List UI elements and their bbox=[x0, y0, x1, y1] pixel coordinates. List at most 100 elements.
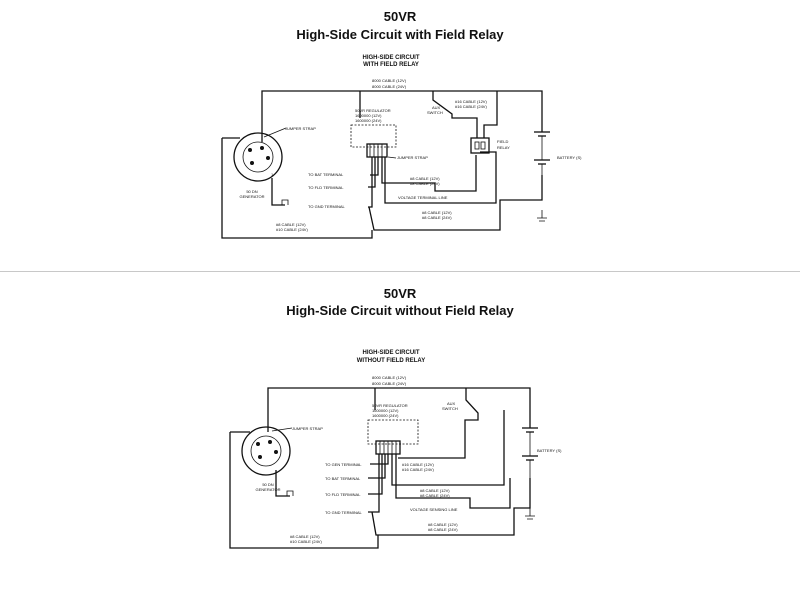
d1-wire-gnd bbox=[368, 157, 373, 208]
d2-regulator-label1: 50VR REGULATOR bbox=[372, 403, 408, 408]
d2-generator-inner bbox=[250, 435, 282, 467]
d1-to-gnd-label: TO GND TERMINAL bbox=[308, 204, 346, 209]
d1-cable-top1: 8000 CABLE (12V) bbox=[372, 78, 407, 83]
d2-wire-ground-return bbox=[371, 478, 531, 536]
d2-regulator: 50VR REGULATOR 1600000 (12V) 1600000 (24… bbox=[367, 403, 419, 455]
d1-wire-fld bbox=[368, 157, 376, 188]
svg-text:1: 1 bbox=[271, 172, 274, 177]
d1-wires bbox=[221, 90, 547, 239]
d1-regulator-label3: 1600000 (24V) bbox=[355, 118, 382, 123]
d2-cable-gen1: #8 CABLE (12V) bbox=[290, 534, 320, 539]
d2-jumper-strap-label: JUMPER STRAP bbox=[292, 426, 323, 431]
d2-wire-gnd bbox=[368, 454, 380, 513]
d2-generator-label1: 50 DN bbox=[262, 482, 273, 487]
d2-regulator-label2: 1600000 (12V) bbox=[372, 408, 399, 413]
d2-to-fld-label: TO FLD TERMINAL bbox=[325, 492, 361, 497]
d2-wire-bat bbox=[368, 454, 386, 479]
d1-regulator-label1: 50VR REGULATOR bbox=[355, 108, 391, 113]
d1-generator-label1: 50 DN bbox=[246, 189, 257, 194]
d2-gen-ground-tab bbox=[286, 490, 294, 496]
diagram2-title: 50VR bbox=[383, 286, 417, 301]
d1-wire-relay-field bbox=[381, 155, 477, 192]
d1-wire-relay-top bbox=[483, 91, 498, 138]
d2-ground-symbol bbox=[525, 508, 535, 520]
d1-field-relay-box bbox=[470, 137, 490, 154]
d1-wire-aux-switch bbox=[432, 91, 478, 138]
d1-generator: JUMPER STRAP 50 DN GENERATOR 1 bbox=[233, 126, 316, 199]
d2-cable-low2: #8 CABLE (24V) bbox=[428, 527, 458, 532]
d2-voltage-line-label: VOLTAGE SENSING LINE bbox=[410, 507, 458, 512]
d2-aux-switch-label1: AUX bbox=[447, 401, 456, 406]
d1-cable-low2: #8 CABLE (24V) bbox=[422, 215, 452, 220]
d2-wire-aux-switch bbox=[398, 388, 479, 459]
d2-wire-top bbox=[267, 387, 531, 432]
d1-aux-switch-label1: AUX bbox=[432, 105, 441, 110]
d2-aux-switch-label2: SWITCH bbox=[442, 406, 458, 411]
d2-cable-mid2: #8 CABLE (24V) bbox=[420, 493, 450, 498]
d1-field-relay-label2: RELAY bbox=[497, 145, 510, 150]
d2-generator: JUMPER STRAP 50 DN GENERATOR bbox=[241, 426, 323, 492]
d2-cable-top2: 8000 CABLE (24V) bbox=[372, 381, 407, 386]
d1-regulator-box bbox=[350, 124, 397, 148]
diagram1-subtitle: High-Side Circuit with Field Relay bbox=[296, 27, 504, 42]
d2-wire-generator-loop bbox=[229, 432, 379, 549]
d1-generator-body bbox=[233, 132, 283, 182]
d2-header-line1: HIGH-SIDE CIRCUIT bbox=[363, 350, 420, 356]
d2-to-gnd-label: TO GND TERMINAL bbox=[325, 510, 363, 515]
diagram1-title: 50VR bbox=[383, 9, 417, 24]
d2-battery-label: BATTERY (S) bbox=[537, 448, 562, 453]
d1-wire-top bbox=[261, 90, 543, 142]
d2-cable-low1: #8 CABLE (12V) bbox=[428, 522, 458, 527]
d1-wire-generator-loop bbox=[221, 138, 373, 239]
d1-aux-switch-label2: SWITCH bbox=[427, 110, 443, 115]
d2-to-bat-label: TO BAT TERMINAL bbox=[325, 476, 361, 481]
diagram1: HIGH-SIDE CIRCUIT WITH FIELD RELAY 8000 … bbox=[221, 55, 582, 239]
d2-cable-16b: #16 CABLE (24V) bbox=[402, 467, 434, 472]
d1-wire-gen-ground bbox=[271, 178, 285, 206]
d1-cable-gen2: #10 CABLE (24V) bbox=[276, 227, 308, 232]
d1-cable-mid2: #8 CABLE (24V) bbox=[410, 181, 440, 186]
d1-generator-label2: GENERATOR bbox=[240, 194, 265, 199]
d1-cable-relay2: #16 CABLE (24V) bbox=[455, 104, 487, 109]
d2-wire-fld bbox=[368, 454, 383, 495]
section-divider bbox=[0, 271, 800, 272]
diagram2: HIGH-SIDE CIRCUIT WITHOUT FIELD RELAY 80… bbox=[229, 350, 562, 549]
d2-wire-gen bbox=[370, 454, 389, 465]
d1-generator-inner bbox=[242, 141, 274, 173]
d1-regulator-terminal-block bbox=[366, 143, 388, 158]
d2-wire-gen-ground bbox=[275, 470, 290, 497]
d1-regulator-label2: 1600000 (12V) bbox=[355, 113, 382, 118]
d2-battery: BATTERY (S) bbox=[522, 427, 562, 478]
d1-battery-label: BATTERY (S) bbox=[557, 155, 582, 160]
d1-to-bat-label: TO BAT TERMINAL bbox=[308, 172, 344, 177]
d2-generator-label2: GENERATOR bbox=[256, 487, 281, 492]
d2-cable-mid1: #8 CABLE (12V) bbox=[420, 488, 450, 493]
d2-cable-top1: 8000 CABLE (12V) bbox=[372, 375, 407, 380]
d1-field-relay-label1: FIELD bbox=[497, 139, 508, 144]
d2-wire-bat-cable bbox=[391, 410, 505, 486]
d1-jumper-strap-label: JUMPER STRAP bbox=[285, 126, 316, 131]
d1-cable-mid1: #8 CABLE (12V) bbox=[410, 176, 440, 181]
d1-cable-top2: 8000 CABLE (24V) bbox=[372, 84, 407, 89]
d2-wires bbox=[229, 387, 535, 549]
d1-to-fld-label: TO FLD TERMINAL bbox=[308, 185, 344, 190]
d1-wire-voltage bbox=[384, 151, 497, 204]
d1-gen-ground-tab bbox=[281, 199, 289, 205]
d1-ground-symbol bbox=[537, 210, 547, 222]
diagram2-subtitle: High-Side Circuit without Field Relay bbox=[286, 303, 514, 318]
d1-regulator-jumper-label: JUMPER STRAP bbox=[397, 155, 428, 160]
d1-cable-gen1: #8 CABLE (12V) bbox=[276, 222, 306, 227]
d1-regulator: 50VR REGULATOR 1600000 (12V) 1600000 (24… bbox=[350, 108, 428, 160]
d2-regulator-box bbox=[367, 419, 419, 445]
d1-header-line2: WITH FIELD RELAY bbox=[363, 62, 419, 68]
d2-cable-16a: #16 CABLE (12V) bbox=[402, 462, 434, 467]
d2-wire-voltage bbox=[395, 454, 511, 509]
d1-header-line1: HIGH-SIDE CIRCUIT bbox=[363, 55, 420, 61]
d1-wire-bat bbox=[370, 157, 379, 176]
d2-header-line2: WITHOUT FIELD RELAY bbox=[357, 358, 425, 364]
d1-cable-low1: #8 CABLE (12V) bbox=[422, 210, 452, 215]
d2-to-gen-label: TO GEN TERMINAL bbox=[325, 462, 362, 467]
d1-wire-ground-return bbox=[368, 175, 543, 231]
d2-cable-gen2: #10 CABLE (24V) bbox=[290, 539, 322, 544]
